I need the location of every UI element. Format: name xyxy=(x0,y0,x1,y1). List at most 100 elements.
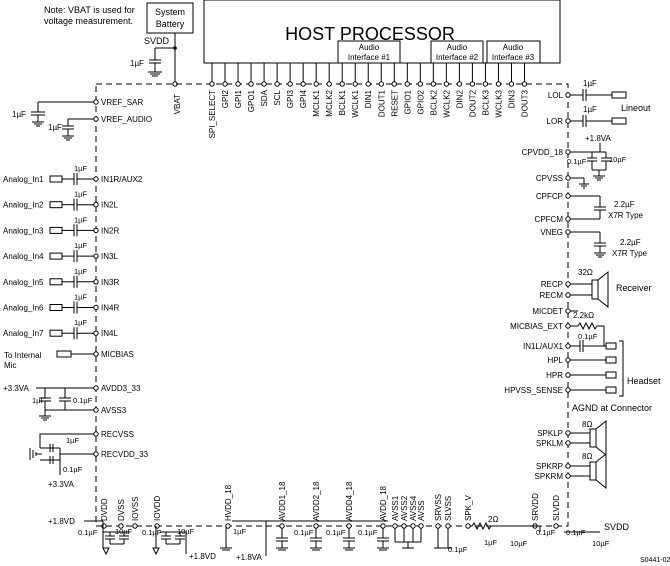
top-pin-label-spi_select: SPI_SELECT xyxy=(208,90,217,139)
bottom-pin-label-hvdd_18: HVDD_18 xyxy=(224,484,233,521)
top-pin-dout3 xyxy=(521,81,528,87)
headset-jack-3 xyxy=(605,371,617,379)
top-pin-label-mclk1: MCLK1 xyxy=(312,89,321,116)
top-pin-label-gpi4: GPI4 xyxy=(299,89,308,108)
analog-connector-7 xyxy=(49,329,63,337)
top-pin-gpio2 xyxy=(417,81,424,87)
top-pin-bclk3 xyxy=(482,81,489,87)
slvdd-cap01: 0.1µF xyxy=(566,528,586,537)
bottom-pin-label-iovdd: IOVDD xyxy=(153,495,162,521)
bottom-pin-label-dvss: DVSS xyxy=(117,499,126,521)
hpl-pin: HPL xyxy=(547,356,563,365)
top-pin-label-wclk1: WCLK1 xyxy=(351,89,360,117)
top-pin-wclk1 xyxy=(352,81,358,87)
cpfcp-pin: CPFCP xyxy=(536,192,563,201)
micdet-pin: MICDET xyxy=(532,307,563,316)
bottom-pin-label-avdd_18: AVDD_18 xyxy=(379,485,388,521)
bottom-pin-label-srvdd: SRVDD xyxy=(531,493,540,521)
audio-interface-2-line2: Interface #2 xyxy=(436,53,479,62)
recm-pin: RECM xyxy=(539,291,563,300)
dvdd-cap01: 0.1µF xyxy=(78,528,98,537)
top-pin-dout1 xyxy=(378,81,384,87)
analog-pin-7: IN4L xyxy=(101,329,118,338)
bottom-pin-label-slvdd: SLVDD xyxy=(552,495,561,521)
svdd-bottom: SVDD xyxy=(604,522,630,532)
top-pin-mclk2 xyxy=(326,81,332,87)
micbias-ext-pin: MICBIAS_EXT xyxy=(510,322,563,331)
lineout-label: Lineout xyxy=(621,103,651,113)
top-pin-label-reset: RESET xyxy=(390,90,399,117)
analog-pin-4: IN3L xyxy=(101,252,118,261)
headset-jack-1 xyxy=(605,342,617,350)
codec-chip-outline xyxy=(95,83,569,527)
cpvdd-cap10: 10µF xyxy=(609,155,627,164)
micbias-res: 2.2kΩ xyxy=(573,311,594,320)
vbat-cap: 1µF xyxy=(130,59,144,68)
vref-audio-pin: VREF_AUDIO xyxy=(101,115,152,124)
analog-pin-1: IN1R/AUX2 xyxy=(101,175,143,184)
top-pin-label-gpi3: GPI3 xyxy=(286,89,295,108)
analog-cap-1: 1µF xyxy=(74,164,87,173)
top-pin-label-gpio2: GPIO2 xyxy=(416,89,425,114)
hpr-pin: HPR xyxy=(546,371,563,380)
top-pin-label-mclk2: MCLK2 xyxy=(325,89,334,116)
top-pin-sda xyxy=(261,81,267,87)
bottom-pin-label-slvss: SLVSS xyxy=(444,496,453,521)
top-pin-gpi2 xyxy=(222,81,228,87)
top-pin-label-bclk3: BCLK3 xyxy=(481,89,490,115)
analog-pin-5: IN3R xyxy=(101,278,119,287)
audio-interface-2-box xyxy=(430,40,484,64)
top-pin-wclk3 xyxy=(495,81,502,87)
top-pin-label-gpi2: GPI2 xyxy=(221,89,230,108)
bottom-pin-label-avdd4_18: AVDD4_18 xyxy=(345,481,354,521)
bottom-supply-group: +1.8VD 0.1µF 10µF 0.1µF 10µF +1.8VD 1µF … xyxy=(48,515,630,562)
audio-interface-1-line2: Interface #1 xyxy=(348,53,391,62)
bottom-pin-avdd1_18 xyxy=(279,523,285,529)
dvdd-supply: +1.8VD xyxy=(48,517,75,526)
analog-cap-3: 1µF xyxy=(74,215,87,224)
top-pin-din2 xyxy=(456,81,463,87)
headset-label: Headset xyxy=(627,376,661,386)
avdd3-cap1: 1µF xyxy=(32,396,45,405)
micbias-src-line2: Mic xyxy=(4,361,16,370)
analog-src-6: Analog_In6 xyxy=(3,304,44,313)
vref-sar-pin: VREF_SAR xyxy=(101,98,143,107)
note-line1: Note: VBAT is used for xyxy=(44,5,135,15)
in1l-pin: IN1L/AUX1 xyxy=(523,342,564,351)
vneg-cap: 2.2µF xyxy=(620,238,641,247)
top-pin-label-bclk1: BCLK1 xyxy=(338,89,347,115)
bottom-pin-avss xyxy=(418,523,424,529)
bottom-pin-avss1 xyxy=(392,523,398,529)
top-pin-label-wclk3: WCLK3 xyxy=(494,89,503,117)
spklm-pin: SPKLM xyxy=(536,439,563,448)
bottom-pin-label-avss: AVSS xyxy=(417,500,426,521)
lol-cap: 1µF xyxy=(583,79,597,88)
srvdd-cap01: 0.1µF xyxy=(536,528,556,537)
bottom-pin-slvss xyxy=(445,523,451,529)
top-pin-dout2 xyxy=(469,81,476,87)
recv-cap2: 0.1µF xyxy=(63,465,83,474)
top-pin-label-scl: SCL xyxy=(273,89,282,105)
recvdd-pin: RECVDD_33 xyxy=(101,450,149,459)
lor-cap: 1µF xyxy=(583,105,597,114)
audio-interface-3-line1: Audio xyxy=(503,43,524,52)
spk-cap10: 10µF xyxy=(510,539,528,548)
avss3-pin: AVSS3 xyxy=(101,406,127,415)
top-pin-gpi4 xyxy=(300,81,306,87)
avdd1-cap: 0.1µF xyxy=(294,528,314,537)
bottom-pin-label-avdd2_18: AVDD2_18 xyxy=(312,481,321,521)
iovdd-cap01: 0.1µF xyxy=(142,528,162,537)
receiver-speaker-icon xyxy=(597,270,609,309)
bottom-pin-label-avdd1_18: AVDD1_18 xyxy=(278,481,287,521)
vbat-pin: VBAT xyxy=(173,94,182,114)
analog-pin-2: IN2L xyxy=(101,201,118,210)
cpf-type: X7R Type xyxy=(608,211,644,220)
analog-cap-5: 1µF xyxy=(74,267,87,276)
analog-connector-5 xyxy=(49,278,63,286)
bottom-pin-avdd2_18 xyxy=(313,523,319,529)
top-pin-din1 xyxy=(365,81,371,87)
bottom-pin-label-srvss: SRVSS xyxy=(434,494,443,521)
avdd3-cap2: 0.1µF xyxy=(73,396,93,405)
figure-id: S0441-02 xyxy=(640,557,670,564)
avdd2-cap: 0.1µF xyxy=(326,528,346,537)
